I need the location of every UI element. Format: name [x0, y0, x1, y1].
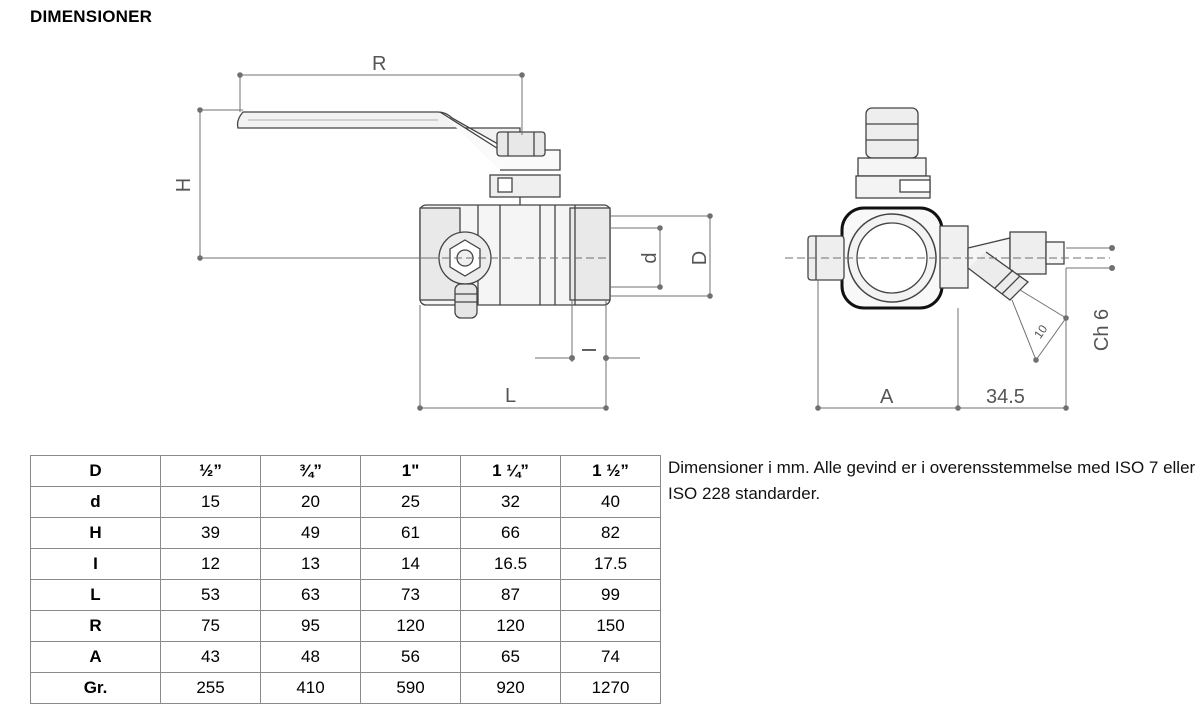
table-cell: 17.5	[560, 548, 661, 580]
row-label-cell: Gr.	[30, 672, 161, 704]
table-cell: ¾”	[260, 455, 361, 487]
table-cell: 66	[460, 517, 561, 549]
label-D: D	[689, 251, 711, 265]
front-dimensions	[785, 245, 1115, 411]
table-cell: 16.5	[460, 548, 561, 580]
table-cell: 75	[160, 610, 261, 642]
side-dimensions	[197, 72, 713, 411]
table-cell: 32	[460, 486, 561, 518]
table-cell: 56	[360, 641, 461, 673]
label-ch: Ch 6	[1091, 309, 1113, 351]
table-cell: 39	[160, 517, 261, 549]
row-label-cell: I	[30, 548, 161, 580]
table-cell: 82	[560, 517, 661, 549]
section-heading: DIMENSIONER	[30, 7, 153, 26]
table-cell: 13	[260, 548, 361, 580]
label-H: H	[173, 178, 195, 192]
table-cell: 25	[360, 486, 461, 518]
table-cell: 920	[460, 672, 561, 704]
front-view	[807, 107, 1065, 310]
table-cell: 255	[160, 672, 261, 704]
label-d: d	[639, 252, 661, 263]
table-cell: 65	[460, 641, 561, 673]
table-cell: 1270	[560, 672, 661, 704]
row-label-cell: d	[30, 486, 161, 518]
table-cell: 48	[260, 641, 361, 673]
table-cell: ½”	[160, 455, 261, 487]
table-cell: 1"	[360, 455, 461, 487]
table-cell: 410	[260, 672, 361, 704]
row-label-cell: D	[30, 455, 161, 487]
table-cell: 1 ½”	[560, 455, 661, 487]
table-cell: 150	[560, 610, 661, 642]
table-cell: 590	[360, 672, 461, 704]
label-small: 10	[1031, 322, 1050, 341]
table-cell: 87	[460, 579, 561, 611]
table-cell: 95	[260, 610, 361, 642]
table-cell: 63	[260, 579, 361, 611]
row-label-cell: A	[30, 641, 161, 673]
row-label-cell: H	[30, 517, 161, 549]
label-R: R	[372, 53, 386, 75]
label-A: A	[880, 386, 894, 408]
side-view	[236, 111, 611, 319]
table-cell: 73	[360, 579, 461, 611]
table-cell: 74	[560, 641, 661, 673]
row-label-cell: R	[30, 610, 161, 642]
table-cell: 12	[160, 548, 261, 580]
dimension-note: Dimensioner i mm. Alle gevind er i overe…	[668, 458, 1196, 503]
label-I: I	[579, 347, 601, 353]
table-cell: 43	[160, 641, 261, 673]
table-cell: 120	[360, 610, 461, 642]
label-offset: 34.5	[986, 386, 1025, 408]
table-cell: 15	[160, 486, 261, 518]
top-cap	[865, 107, 919, 159]
table-cell: 53	[160, 579, 261, 611]
stem-nut	[496, 131, 546, 157]
table-cell: 40	[560, 486, 661, 518]
row-label-cell: L	[30, 579, 161, 611]
table-cell: 61	[360, 517, 461, 549]
table-cell: 120	[460, 610, 561, 642]
table-cell: 49	[260, 517, 361, 549]
table-cell: 1 ¼”	[460, 455, 561, 487]
valve-drawing: R H d D I L	[173, 53, 1115, 411]
table-cell: 20	[260, 486, 361, 518]
table-cell: 14	[360, 548, 461, 580]
label-L: L	[505, 385, 516, 407]
table-cell: 99	[560, 579, 661, 611]
